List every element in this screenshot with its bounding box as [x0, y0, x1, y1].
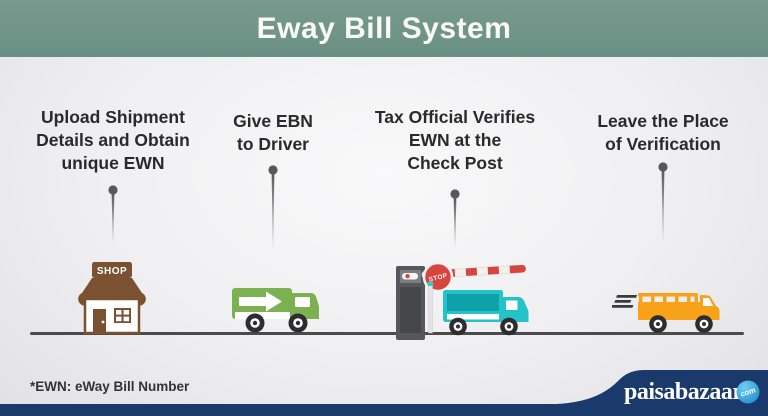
delivery-truck-icon	[232, 288, 319, 333]
wheel	[649, 315, 667, 333]
logo-com-ball: com	[736, 380, 760, 404]
logo-brand-text: paisabazaar	[624, 379, 743, 405]
step-label-tax-official-verifies: Tax Official Verifies EWN at the Check P…	[374, 107, 536, 173]
title-band: Eway Bill System	[0, 0, 768, 57]
shop-sign-text: SHOP	[97, 266, 127, 277]
ground-line	[30, 332, 744, 335]
page-title: Eway Bill System	[256, 11, 512, 45]
truck-leaving-icon	[612, 293, 720, 333]
stop-sign-icon: STOP	[422, 262, 454, 293]
footnote: *EWN: eWay Bill Number	[30, 379, 190, 394]
step-label-give-ebn: Give EBN to Driver	[233, 111, 313, 154]
speed-lines-icon	[612, 295, 638, 308]
checkpost-post	[428, 284, 433, 334]
wheel	[500, 317, 518, 336]
truck-bed	[638, 302, 700, 320]
step-label-leave-place: Leave the Place of Verification	[597, 111, 729, 154]
pin-icon	[450, 189, 460, 253]
wheel	[695, 315, 713, 333]
paisabazaar-logo: paisabazaar com	[556, 370, 768, 416]
pin-icon	[658, 162, 668, 250]
pin-icon	[268, 165, 278, 257]
wheel	[449, 317, 467, 336]
shop-door	[93, 309, 106, 333]
shop-icon: SHOP	[78, 262, 146, 335]
logo-tab	[556, 370, 768, 416]
arrow-right-icon	[266, 291, 282, 312]
wheel	[245, 313, 265, 333]
wheel	[288, 313, 308, 333]
pin-icon	[108, 185, 118, 249]
stop-sign-text: STOP	[428, 272, 449, 283]
checkpost-icon: STOP	[396, 262, 529, 340]
step-label-upload-shipment: Upload Shipment Details and Obtain uniqu…	[36, 107, 190, 173]
